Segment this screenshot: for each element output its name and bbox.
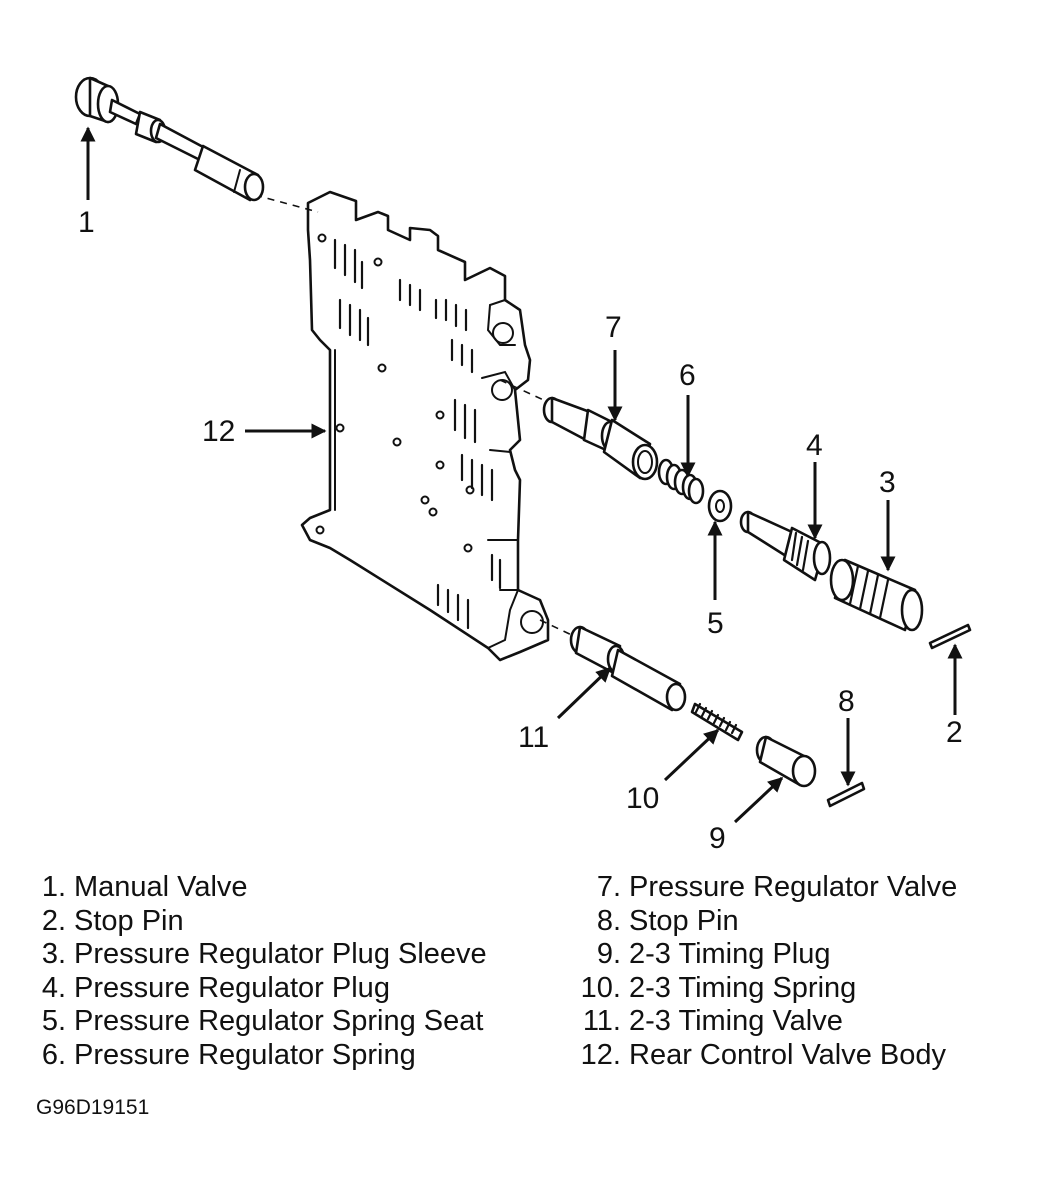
legend-label: Pressure Regulator Plug Sleeve bbox=[74, 938, 487, 971]
legend-number: 9. bbox=[596, 938, 621, 971]
pressure-regulator-plug bbox=[739, 510, 832, 582]
legend-label: 2-3 Timing Spring bbox=[629, 971, 857, 1004]
pressure-regulator-valve bbox=[542, 396, 659, 481]
legend-item: 4.Pressure Regulator Plug bbox=[36, 972, 487, 1006]
legend-label: Stop Pin bbox=[629, 904, 739, 937]
rear-control-valve-body bbox=[300, 190, 550, 662]
callout-2: 2 bbox=[946, 716, 963, 749]
callout-5: 5 bbox=[707, 607, 724, 640]
timing-spring bbox=[690, 702, 744, 742]
legend-number: 5. bbox=[41, 1005, 66, 1038]
legend-label: Pressure Regulator Plug bbox=[74, 971, 390, 1004]
legend-number: 8. bbox=[596, 904, 621, 937]
legend-label: Pressure Regulator Spring bbox=[74, 1038, 416, 1071]
legend-item: 1.Manual Valve bbox=[36, 871, 487, 905]
legend-left-column: 1.Manual Valve 2.Stop Pin 3.Pressure Reg… bbox=[36, 871, 487, 1073]
legend-item: 2.Stop Pin bbox=[36, 905, 487, 939]
legend-number: 4. bbox=[41, 971, 66, 1004]
legend-number: 10. bbox=[580, 971, 621, 1004]
callout-10: 10 bbox=[626, 782, 659, 815]
legend-label: Manual Valve bbox=[74, 871, 248, 903]
pressure-regulator-plug-sleeve bbox=[829, 558, 924, 632]
legend-item: 3.Pressure Regulator Plug Sleeve bbox=[36, 938, 487, 972]
callout-1: 1 bbox=[78, 206, 95, 239]
legend-label: Stop Pin bbox=[74, 904, 184, 937]
callout-9: 9 bbox=[709, 822, 726, 855]
legend-label: Rear Control Valve Body bbox=[629, 1038, 947, 1071]
legend-item: 6.Pressure Regulator Spring bbox=[36, 1039, 487, 1073]
callout-12: 12 bbox=[202, 415, 235, 448]
leader-arrows bbox=[80, 126, 963, 824]
stop-pin-8 bbox=[826, 781, 866, 808]
pressure-regulator-spring bbox=[657, 458, 705, 505]
legend-number: 7. bbox=[596, 871, 621, 903]
stop-pin-2 bbox=[928, 623, 972, 650]
legend-item: 5.Pressure Regulator Spring Seat bbox=[36, 1005, 487, 1039]
pressure-regulator-spring-seat bbox=[707, 489, 733, 523]
legend-item: 11.2-3 Timing Valve bbox=[575, 1005, 957, 1039]
legend-item: 7.Pressure Regulator Valve bbox=[575, 871, 957, 905]
legend-label: 2-3 Timing Plug bbox=[629, 938, 831, 971]
legend-item: 12.Rear Control Valve Body bbox=[575, 1039, 957, 1073]
legend-label: Pressure Regulator Valve bbox=[629, 871, 958, 903]
callout-11: 11 bbox=[518, 721, 549, 754]
timing-valve bbox=[569, 625, 687, 712]
legend-label: Pressure Regulator Spring Seat bbox=[74, 1005, 484, 1038]
callout-4: 4 bbox=[806, 429, 823, 462]
legend-number: 6. bbox=[41, 1038, 66, 1071]
manual-valve bbox=[74, 76, 265, 202]
figure-code: G96D19151 bbox=[36, 1096, 150, 1119]
legend-number: 3. bbox=[41, 938, 66, 971]
legend-label: 2-3 Timing Valve bbox=[629, 1005, 843, 1038]
callout-7: 7 bbox=[605, 311, 622, 344]
legend-number: 1. bbox=[41, 871, 66, 903]
callout-6: 6 bbox=[679, 359, 696, 392]
timing-plug bbox=[755, 735, 817, 788]
legend-item: 9.2-3 Timing Plug bbox=[575, 938, 957, 972]
legend-number: 2. bbox=[41, 904, 66, 937]
legend-number: 11. bbox=[582, 1005, 621, 1038]
callout-3: 3 bbox=[879, 466, 896, 499]
exploded-view-diagram: 1 2 3 4 5 6 7 8 9 10 11 12 bbox=[74, 76, 972, 855]
callout-8: 8 bbox=[838, 685, 855, 718]
legend-item: 10.2-3 Timing Spring bbox=[575, 972, 957, 1006]
legend-right-column: 7.Pressure Regulator Valve 8.Stop Pin 9.… bbox=[575, 871, 958, 1073]
legend-item: 8.Stop Pin bbox=[575, 905, 957, 939]
legend-number: 12. bbox=[580, 1038, 621, 1071]
